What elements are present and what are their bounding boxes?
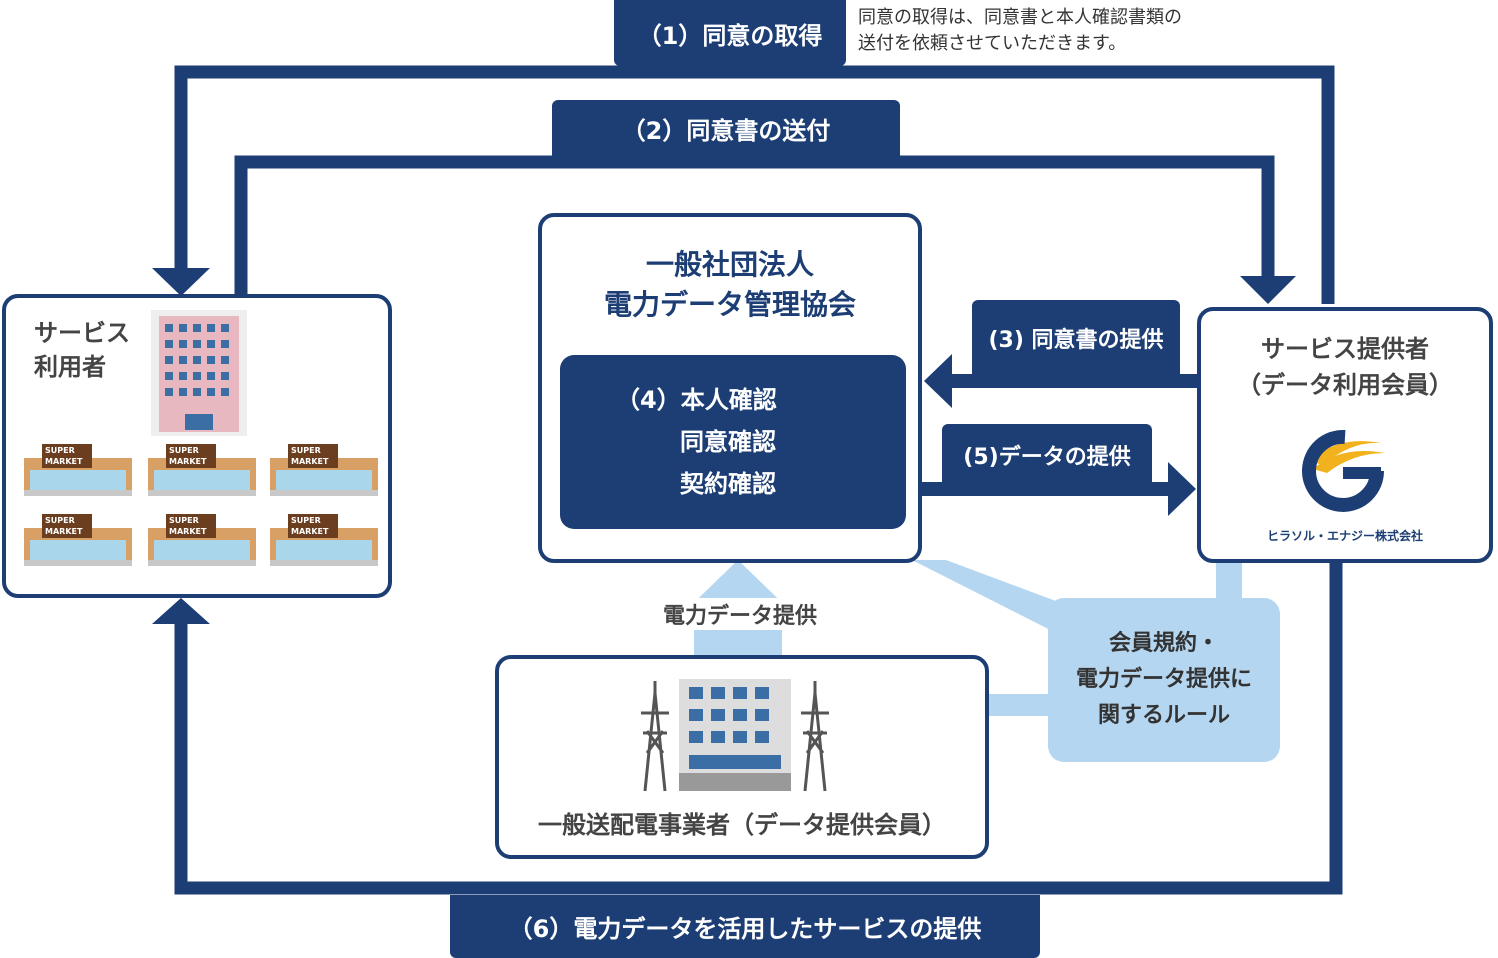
- verification-panel: （4）本人確認 同意確認 契約確認: [560, 355, 906, 529]
- check-contract: 契約確認: [680, 470, 776, 498]
- company-name: ヒラソル・エナジー株式会社: [1266, 529, 1423, 543]
- check-identity: （4）本人確認: [616, 386, 777, 414]
- utility-box: 一般送配電事業者（データ提供会員）: [495, 655, 989, 859]
- rules-line1: 会員規約・: [1108, 631, 1219, 656]
- step5-arrow-head: [1168, 462, 1196, 516]
- utility-label: 一般送配電事業者（データ提供会員）: [538, 811, 946, 839]
- step2-label: （2）同意書の送付: [552, 100, 900, 156]
- service-provider-box: サービス提供者 （データ利用会員） ヒラソル・エナジー株式会社: [1197, 307, 1493, 563]
- consent-note-line1: 同意の取得は、同意書と本人確認書類の: [858, 7, 1182, 28]
- step3-arrow-line: [946, 374, 1198, 388]
- step5-label: (5)データの提供: [942, 424, 1152, 486]
- association-title-line1: 一般社団法人: [645, 248, 814, 281]
- step6-label: （6）電力データを活用したサービスの提供: [450, 895, 1040, 958]
- association-title-line2: 電力データ管理協会: [603, 288, 856, 321]
- rules-connector-utility: [988, 694, 1060, 716]
- service-provider-title: サービス提供者 （データ利用会員）: [1201, 331, 1489, 403]
- service-provider-title-line1: サービス提供者: [1261, 335, 1429, 363]
- rules-connector-association: [912, 560, 1080, 640]
- service-user-title: サービス 利用者: [34, 316, 130, 384]
- service-user-title-line1: サービス: [34, 319, 130, 347]
- step6-arrow-head: [152, 598, 210, 624]
- step3-label: (3) 同意書の提供: [972, 300, 1180, 376]
- step3-arrow-head: [924, 354, 952, 408]
- rules-box: 会員規約・ 電力データ提供に 関するルール: [1048, 598, 1280, 762]
- service-user-title-line2: 利用者: [34, 353, 106, 381]
- rules-line2: 電力データ提供に: [1075, 667, 1252, 692]
- check-consent: 同意確認: [680, 428, 776, 456]
- association-box: 一般社団法人 電力データ管理協会 （4）本人確認 同意確認 契約確認: [538, 213, 922, 563]
- rules-line3: 関するルール: [1097, 703, 1230, 728]
- association-title: 一般社団法人 電力データ管理協会: [542, 245, 918, 325]
- consent-note-line2: 送付を依頼させていただきます。: [858, 33, 1127, 54]
- power-plant-icon: [641, 679, 829, 792]
- step1-label: （1）同意の取得: [614, 0, 846, 66]
- service-provider-title-line2: （データ利用会員）: [1237, 371, 1453, 399]
- step6-arrow-line: [174, 560, 1343, 895]
- step2-arrow-head: [1240, 276, 1296, 304]
- step1-arrow-line: [174, 65, 1335, 304]
- hirasol-logo-icon: [1302, 429, 1385, 512]
- office-building-icon: [151, 310, 247, 436]
- step2-arrow-line: [234, 155, 1275, 296]
- consent-note: 同意の取得は、同意書と本人確認書類の 送付を依頼させていただきます。: [858, 5, 1278, 57]
- rules-text: 会員規約・ 電力データ提供に 関するルール: [1048, 626, 1280, 734]
- step1-arrow-head: [152, 268, 210, 296]
- supply-label: 電力データ提供: [640, 598, 840, 630]
